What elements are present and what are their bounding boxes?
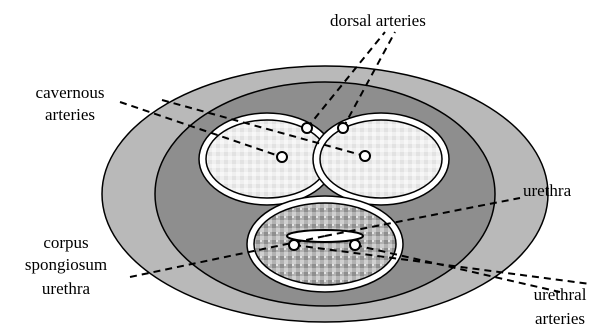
label-dorsal-arteries: dorsal arteries [330, 11, 426, 30]
label-cavernous-line1: cavernous [36, 83, 105, 102]
corpus-cavernosum-right [313, 113, 449, 205]
label-corpus-line3: urethra [42, 279, 91, 298]
label-urethral-line2: arteries [535, 309, 585, 325]
cavernous-artery-right [360, 151, 370, 161]
dorsal-artery-left [302, 123, 312, 133]
label-corpus-line2: spongiosum [25, 255, 107, 274]
label-urethral-line1: urethral [534, 285, 587, 304]
urethral-artery-right [350, 240, 360, 250]
urethral-artery-left [289, 240, 299, 250]
corpus-spongiosum [247, 196, 403, 292]
label-cavernous-line2: arteries [45, 105, 95, 124]
label-urethra: urethra [523, 181, 572, 200]
dorsal-artery-right [338, 123, 348, 133]
cavernous-artery-left [277, 152, 287, 162]
label-corpus-line1: corpus [43, 233, 88, 252]
